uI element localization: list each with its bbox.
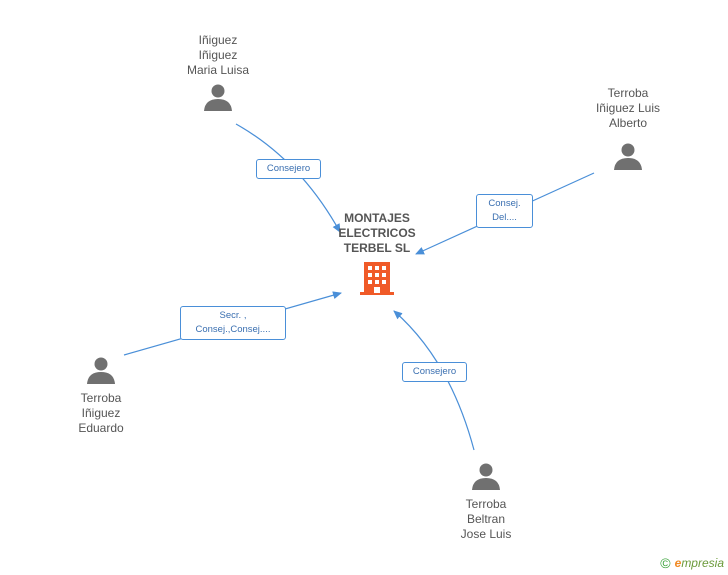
person-node-p2[interactable]: Terroba Iñiguez Luis Alberto (568, 86, 688, 171)
person-name: Terroba Iñiguez Eduardo (78, 391, 124, 435)
person-node-p1[interactable]: Iñiguez Iñiguez Maria Luisa (158, 33, 278, 112)
relation-label-r2[interactable]: Consej. Del.... (476, 194, 533, 228)
person-name: Iñiguez Iñiguez Maria Luisa (186, 33, 250, 77)
company-name: MONTAJES ELECTRICOS TERBEL SL (338, 211, 416, 255)
person-icon (614, 143, 642, 170)
copyright-icon: © (660, 555, 671, 571)
person-name: Terroba Beltran Jose Luis (460, 497, 512, 541)
person-icon (204, 84, 232, 111)
building-icon (360, 262, 394, 295)
person-icon (472, 463, 500, 490)
relation-label-r4[interactable]: Consejero (402, 362, 467, 382)
footer-brand[interactable]: © empresia (660, 555, 724, 571)
person-node-p4[interactable]: Terroba Beltran Jose Luis (426, 461, 546, 542)
brand-logo: empresia (674, 556, 724, 570)
relation-label-r1[interactable]: Consejero (256, 159, 321, 179)
person-name: Terroba Iñiguez Luis Alberto (595, 86, 661, 130)
person-node-p3[interactable]: Terroba Iñiguez Eduardo (41, 355, 161, 436)
person-icon (87, 357, 115, 384)
relation-label-r3[interactable]: Secr. , Consej.,Consej.... (180, 306, 286, 340)
company-node[interactable]: MONTAJES ELECTRICOS TERBEL SL (327, 211, 427, 296)
